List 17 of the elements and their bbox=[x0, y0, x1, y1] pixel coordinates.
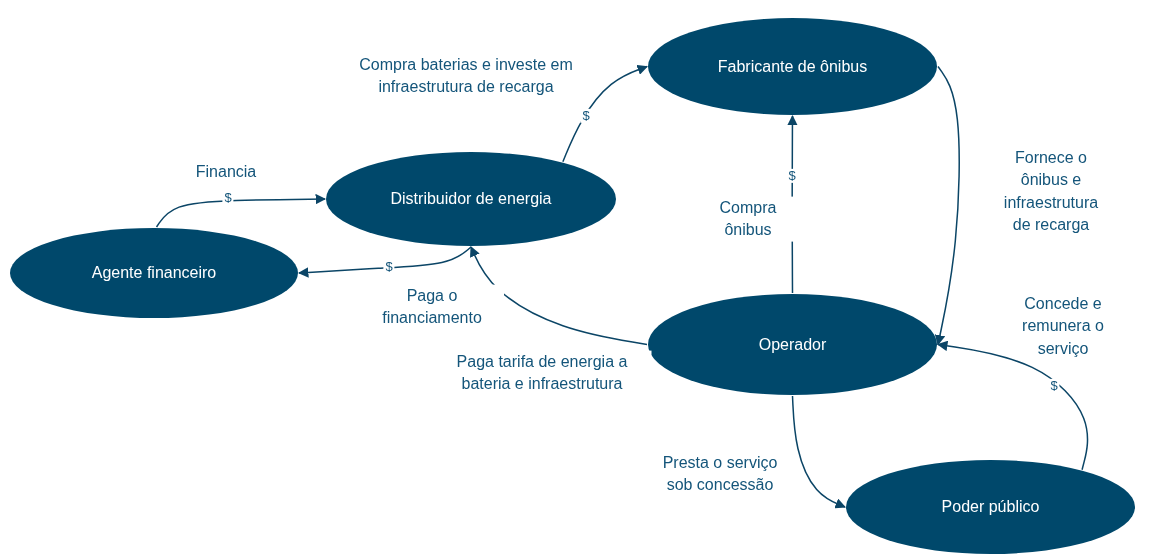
node-label: Operador bbox=[758, 335, 827, 354]
arrow bbox=[297, 246, 472, 278]
arrow bbox=[562, 64, 648, 163]
currency-label: $ bbox=[1048, 378, 1060, 394]
node-label: Distribuidor de energia bbox=[390, 190, 552, 208]
node-label: Fabricante de ônibus bbox=[717, 57, 868, 76]
currency-label: $ bbox=[580, 108, 592, 124]
arrow bbox=[936, 340, 1089, 471]
arrow bbox=[470, 246, 648, 346]
node-label: Agente financeiro bbox=[91, 264, 217, 282]
arrow bbox=[934, 65, 960, 346]
currency-label: $ bbox=[222, 190, 234, 206]
currency-label: $ bbox=[786, 168, 798, 184]
node-label: Poder público bbox=[941, 498, 1040, 516]
arrow bbox=[155, 193, 327, 228]
currency-label: $ bbox=[383, 259, 395, 275]
arrow bbox=[791, 395, 846, 509]
